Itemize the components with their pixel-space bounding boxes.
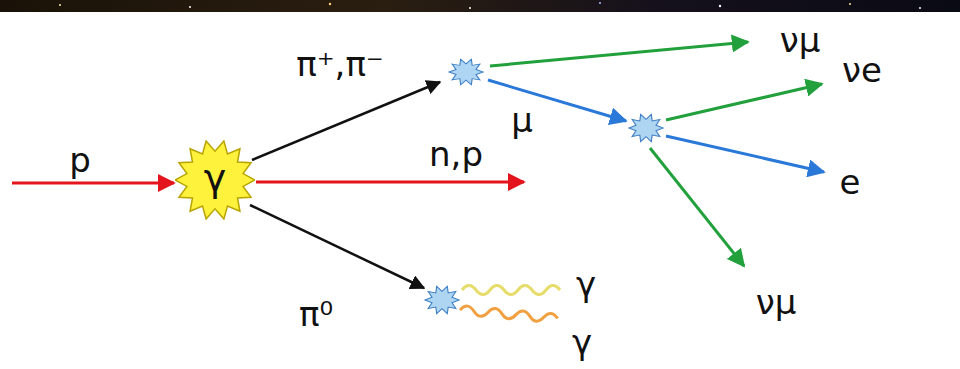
muon-neutrino-arrow [650, 148, 744, 266]
neutral-pion-arrow [250, 205, 424, 288]
starfield-strip [0, 0, 960, 12]
particle-label: p [69, 143, 91, 177]
neutrino-label: νμ [756, 285, 797, 319]
particle-label: π⁺,π⁻ [296, 47, 384, 81]
particle-label: n,p [429, 137, 483, 171]
photon-wave [462, 286, 560, 295]
decay-burst [629, 114, 663, 141]
charged-pion-arrow [252, 82, 440, 160]
decay-burst [425, 286, 459, 313]
particle-label: μ [511, 103, 533, 137]
muon-arrow [488, 80, 626, 121]
neutrino-label: νμ [780, 23, 821, 57]
proton-arrow [12, 182, 174, 185]
decay-burst [449, 59, 483, 85]
muon-neutrino-arrow [490, 42, 748, 66]
nucleon-arrow [256, 181, 524, 184]
electron-arrow [666, 136, 824, 172]
photon-label: γ [572, 325, 592, 359]
photon-star: γ [175, 140, 255, 220]
star-outline [175, 141, 255, 219]
photon-label: γ [576, 267, 596, 301]
particle-label: π⁰ [299, 297, 333, 331]
particle-symbol: γ [204, 159, 227, 197]
neutrino-label: νe [842, 53, 882, 87]
particle-label: e [840, 165, 861, 199]
photon-wave [460, 306, 558, 324]
electron-neutrino-arrow [666, 84, 822, 120]
